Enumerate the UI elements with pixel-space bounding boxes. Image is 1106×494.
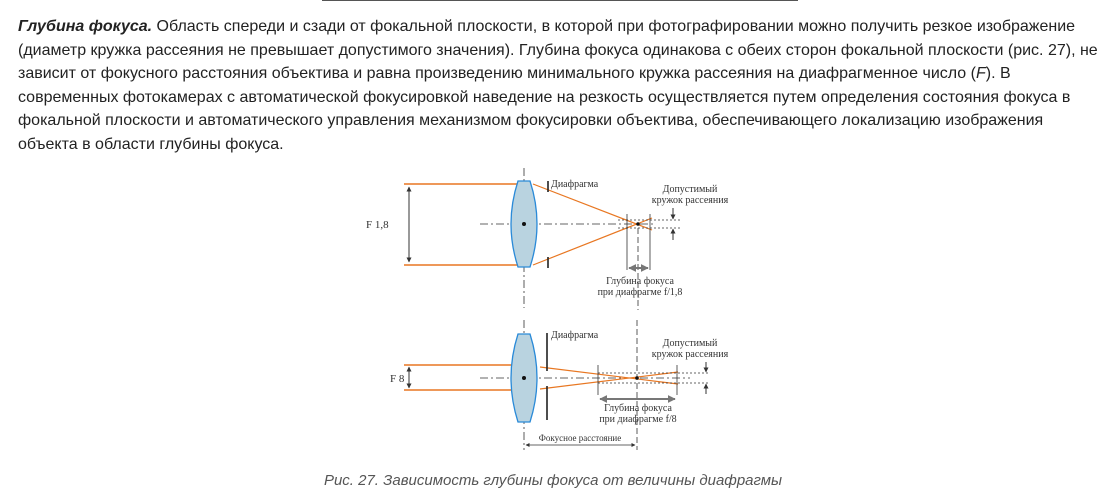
aperture-label: F 8 xyxy=(390,373,405,385)
top-rule xyxy=(322,0,798,1)
dof-label-1: Глубина фокуса xyxy=(606,276,674,287)
f-symbol: F xyxy=(975,65,986,83)
term: Глубина фокуса. xyxy=(18,18,153,35)
figure-caption: Рис. 27. Зависимость глубины фокуса от в… xyxy=(323,472,783,489)
diagram-f18: F 1,8 Диафрагма Допустимый кружок рассея… xyxy=(366,168,729,310)
diaphragm-label: Диафрагма xyxy=(551,330,599,341)
coc-label-1: Допустимый xyxy=(663,184,718,195)
coc-label-1: Допустимый xyxy=(663,338,718,349)
coc-label-2: кружок рассеяния xyxy=(652,195,729,206)
dof-label-1: Глубина фокуса xyxy=(604,403,672,414)
coc-label-2: кружок рассеяния xyxy=(652,349,729,360)
diagram-f8: F 8 Диафрагма Допустимый кружок рассеяни… xyxy=(390,320,729,450)
paragraph: Глубина фокуса. Область спереди и сзади … xyxy=(18,15,1098,157)
dof-label-2: при диафрагме f/1,8 xyxy=(598,287,683,298)
dof-label-2: при диафрагме f/8 xyxy=(599,414,676,425)
paragraph-text: Область спереди и сзади от фокальной пло… xyxy=(18,18,1098,83)
focal-length-label: Фокусное расстояние xyxy=(539,433,621,443)
paragraph-text-end: ). В современных фотокамерах с автоматич… xyxy=(18,65,1071,153)
aperture-label: F 1,8 xyxy=(366,219,389,231)
diaphragm-label: Диафрагма xyxy=(551,179,599,190)
